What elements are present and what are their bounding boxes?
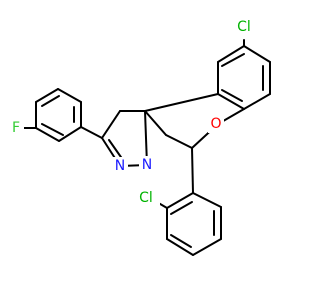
bond — [41, 123, 64, 136]
chlorine-bottom: Cl — [132, 188, 160, 208]
nitrogen-imine-label: N — [115, 158, 125, 174]
bond — [192, 192, 222, 208]
chlorine-bottom-label: Cl — [139, 190, 153, 206]
bond — [41, 95, 60, 107]
molecule-diagram: Cl F N N O Cl — [8, 18, 271, 256]
bond — [144, 93, 219, 112]
fluorine-label: F — [12, 120, 20, 136]
bond — [108, 139, 124, 161]
bond — [35, 88, 59, 103]
nitrogen-ring-label: N — [142, 157, 152, 173]
bond — [243, 45, 271, 63]
bond — [166, 192, 194, 209]
bond — [80, 126, 103, 139]
bond — [170, 234, 192, 248]
bond — [144, 110, 167, 136]
chlorine-top: Cl — [230, 18, 258, 38]
bond — [58, 126, 82, 142]
bond — [221, 53, 245, 67]
chlorine-top-label: Cl — [237, 19, 251, 35]
bond — [217, 45, 245, 63]
bond — [221, 89, 243, 102]
nitrogen-ring: N — [139, 156, 155, 174]
bond — [165, 134, 193, 149]
bond — [166, 238, 194, 256]
atoms: Cl F N N O Cl — [8, 18, 258, 208]
fluorine: F — [8, 118, 24, 138]
oxygen-label: O — [210, 116, 221, 132]
bond — [192, 238, 222, 256]
bond — [35, 127, 60, 142]
bond — [191, 147, 194, 194]
bonds — [21, 39, 271, 256]
bond — [57, 88, 82, 103]
bond — [170, 201, 193, 215]
bond — [217, 93, 245, 110]
bond — [101, 110, 121, 139]
bond — [243, 93, 271, 110]
oxygen: O — [208, 115, 224, 133]
structure-svg: Cl F N N O Cl — [8, 18, 271, 256]
nitrogen-imine: N — [112, 157, 128, 175]
